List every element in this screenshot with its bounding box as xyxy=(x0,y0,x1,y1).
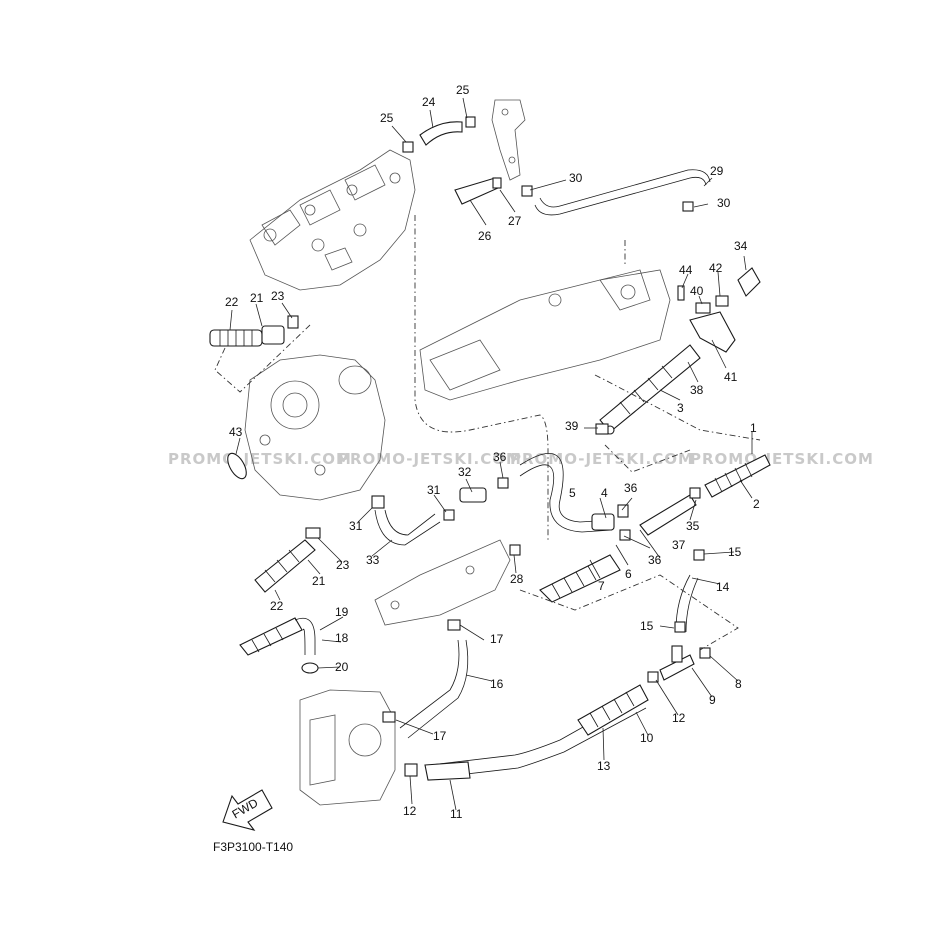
callout-23-upper: 23 xyxy=(271,289,285,303)
hose-5-6-7 xyxy=(519,453,697,603)
watermark-band: PROMO-JETSKI.COM PROMO-JETSKI.COM PROMO-… xyxy=(168,450,874,468)
callout-39: 39 xyxy=(565,419,579,433)
fittings-35-36-37 xyxy=(509,423,701,556)
watermark-text-1: PROMO-JETSKI.COM xyxy=(168,450,352,468)
callout-14: 14 xyxy=(716,580,730,594)
callout-22-lower: 22 xyxy=(270,599,284,613)
callout-21-lower: 21 xyxy=(312,574,326,588)
water-box xyxy=(299,689,396,806)
callout-9: 9 xyxy=(709,693,716,707)
callout-19: 19 xyxy=(335,605,349,619)
callout-44: 44 xyxy=(679,263,693,277)
callout-34: 34 xyxy=(734,239,748,253)
callout-16: 16 xyxy=(490,677,504,691)
callout-25-left: 25 xyxy=(380,111,394,125)
callout-37: 37 xyxy=(672,538,686,552)
callout-21-upper: 21 xyxy=(250,291,264,305)
callout-12-left: 12 xyxy=(403,804,417,818)
callout-32: 32 xyxy=(458,465,472,479)
grouping-dash-lines xyxy=(214,215,761,651)
callout-42: 42 xyxy=(709,261,723,275)
callout-26: 26 xyxy=(478,229,492,243)
watermark-text-2: PROMO-JETSKI.COM xyxy=(338,450,522,468)
callout-43: 43 xyxy=(229,425,243,439)
right-upper-fittings xyxy=(677,267,761,353)
cooling-manifold xyxy=(374,539,511,626)
callout-13: 13 xyxy=(597,759,611,773)
callout-12-right: 12 xyxy=(672,711,686,725)
callout-36-upper: 36 xyxy=(493,450,507,464)
callout-30-right: 30 xyxy=(717,196,731,210)
callout-27: 27 xyxy=(508,214,522,228)
exhaust-manifold xyxy=(249,149,416,291)
callout-5: 5 xyxy=(569,486,576,500)
diagram-code: F3P3100-T140 xyxy=(213,840,293,854)
callout-17-lower: 17 xyxy=(433,729,447,743)
callout-11: 11 xyxy=(450,807,463,821)
watermark-text-4: PROMO-JETSKI.COM xyxy=(690,450,874,468)
callout-10: 10 xyxy=(640,731,654,745)
callout-18: 18 xyxy=(335,631,349,645)
callout-labels: 1 2 3 4 5 6 7 8 9 10 11 12 12 13 14 15 1… xyxy=(225,83,760,821)
callout-8: 8 xyxy=(735,677,742,691)
callout-15-upper: 15 xyxy=(728,545,742,559)
callout-2: 2 xyxy=(753,497,760,511)
callout-40: 40 xyxy=(690,284,704,298)
callout-31-right: 31 xyxy=(427,483,441,497)
exhaust-chamber xyxy=(419,269,671,401)
leader-lines xyxy=(229,97,753,811)
hose-33 xyxy=(371,477,509,546)
hose-11-13-10 xyxy=(404,671,659,781)
callout-24: 24 xyxy=(422,95,436,109)
callout-28: 28 xyxy=(510,572,524,586)
tee-fitting-9 xyxy=(659,549,711,681)
mounting-bracket xyxy=(491,99,526,181)
pipe-3 xyxy=(599,344,701,435)
callout-38: 38 xyxy=(690,383,704,397)
corrugated-hose-22-upper xyxy=(209,315,299,347)
callout-3: 3 xyxy=(677,401,684,415)
callout-35: 35 xyxy=(686,519,700,533)
callout-22-upper: 22 xyxy=(225,295,239,309)
callout-31-left: 31 xyxy=(349,519,363,533)
callout-36-right: 36 xyxy=(624,481,638,495)
callout-41: 41 xyxy=(724,370,738,384)
pump-housing xyxy=(244,354,386,501)
watermark-text-3: PROMO-JETSKI.COM xyxy=(510,450,694,468)
upper-hoses xyxy=(402,116,711,216)
callout-1: 1 xyxy=(750,421,757,435)
callout-29: 29 xyxy=(710,164,724,178)
callout-20: 20 xyxy=(335,660,349,674)
callout-7: 7 xyxy=(598,579,605,593)
lower-left-hoses xyxy=(239,527,321,674)
callout-36-lower: 36 xyxy=(648,553,662,567)
callout-6: 6 xyxy=(625,567,632,581)
hose-16 xyxy=(382,619,469,739)
callout-17-upper: 17 xyxy=(490,632,504,646)
fwd-arrow: FWD xyxy=(222,789,273,831)
clamp-43 xyxy=(227,452,247,480)
callout-25-top: 25 xyxy=(456,83,470,97)
callout-4: 4 xyxy=(601,486,608,500)
hose-1-2 xyxy=(704,454,771,498)
callout-15-lower: 15 xyxy=(640,619,654,633)
callout-30-upper: 30 xyxy=(569,171,583,185)
callout-23-lower: 23 xyxy=(336,558,350,572)
callout-33: 33 xyxy=(366,553,380,567)
